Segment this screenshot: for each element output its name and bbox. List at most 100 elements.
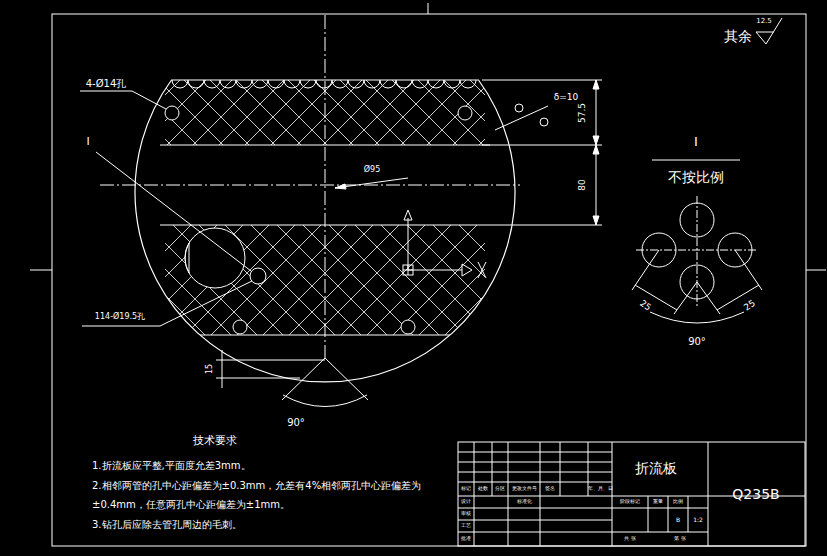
band-edge: [160, 145, 490, 146]
roughness-value: 12.5: [756, 18, 772, 26]
material-name: Q235B: [732, 487, 779, 502]
drawing-line: [492, 442, 493, 496]
drawing-line: [648, 496, 649, 532]
angle-arc: [650, 312, 744, 323]
drawing-line: [612, 442, 613, 546]
extension-line: [490, 225, 602, 226]
drawing-line: [458, 472, 612, 473]
title-block-cell: 标记: [461, 486, 471, 492]
datum-tick: [478, 262, 486, 278]
drawing-g: [30, 3, 826, 546]
bolt-hole: [233, 320, 247, 334]
thickness-mark: [515, 104, 523, 112]
dimension-arrow: [593, 80, 599, 89]
title-block-cell: B: [676, 517, 680, 524]
requirement-note: ±0.4mm，任意两孔中心距偏差为±1mm。: [92, 499, 290, 510]
extension-line: [674, 282, 697, 314]
center-tick: [428, 3, 429, 14]
tube-scallops: [172, 80, 476, 88]
sheet-frame: [52, 14, 806, 546]
extension-line: [216, 360, 325, 361]
thickness-mark: [540, 118, 548, 126]
title-block: [458, 442, 805, 546]
dimension-arrow: [593, 145, 599, 154]
extension-line: [697, 282, 720, 314]
extension-line: [216, 378, 300, 379]
title-block-cell: 比例: [673, 499, 683, 505]
datum-axis: [408, 218, 409, 270]
drawing-line: [458, 496, 612, 497]
note-text: 其余: [724, 29, 752, 44]
center-line: [100, 185, 520, 186]
drawing-line: [458, 452, 612, 453]
title-block-cell: 签名: [545, 486, 555, 492]
extension-line: [632, 250, 659, 290]
leader-line: [80, 91, 132, 92]
datum-box: [403, 265, 413, 275]
drawing-line: [508, 442, 509, 546]
requirement-note: 2.相邻两管的孔中心距偏差为±0.3mm，允差有4%相邻两孔中心距偏差为: [92, 480, 421, 491]
requirements-title: 技术要求: [193, 435, 237, 447]
angle-value: 90°: [287, 417, 305, 428]
title-block-cell: 第 张: [674, 536, 686, 542]
leader-line: [335, 178, 408, 188]
drawing-line: [540, 442, 541, 546]
dimension-line: [222, 350, 223, 388]
dimension-value: 57.5: [578, 103, 588, 123]
title-block-cell: 共 张: [624, 536, 636, 542]
drawing-line: [612, 532, 708, 533]
angle-arc: [283, 395, 367, 407]
drawing-line: [688, 496, 689, 532]
title-block-cell: 更改文件号: [512, 486, 537, 492]
title-block-cell: 分区: [495, 486, 505, 492]
drawing-line: [612, 508, 708, 509]
drawing-line: [708, 442, 709, 546]
roughness-symbol: [756, 18, 782, 44]
angle-line: [325, 358, 368, 400]
center-tick: [30, 270, 52, 271]
dimension-value: 80: [578, 179, 588, 190]
dimension-value: 15: [206, 364, 215, 374]
hole-callout: 114-Ø19.5孔: [95, 313, 145, 322]
bolt-hole: [401, 320, 415, 334]
hole-callout: 4-Ø14孔: [86, 78, 127, 89]
angle-value: 90°: [688, 336, 706, 347]
drawing-line: [668, 496, 669, 532]
requirement-note: 3.钻孔后应除去管孔周边的毛刺。: [92, 519, 242, 530]
roughness-symbol: [756, 32, 774, 33]
drawing-line: [458, 532, 612, 533]
dimension-value: 25: [637, 299, 652, 314]
drawing-line: [458, 482, 612, 483]
center-line: [697, 196, 698, 306]
dimension-value: Ø95: [364, 166, 380, 175]
datum-axis: [408, 270, 462, 271]
detail-title-rule: [652, 160, 740, 161]
title-block-cell: 设计: [461, 499, 471, 505]
angle-line: [282, 358, 325, 400]
tube-hole: [250, 268, 266, 284]
leader-line: [96, 152, 251, 271]
scale-note: 不按比例: [668, 170, 724, 185]
detail-circle: [185, 228, 245, 288]
center-tick: [806, 270, 826, 271]
dimension-value: 25: [742, 299, 757, 314]
center-line: [325, 15, 326, 358]
leader-line: [82, 326, 160, 327]
title-block-cell: 标准化: [517, 499, 532, 505]
datum-tick: [478, 262, 486, 278]
drawing-line: [474, 442, 475, 546]
drawing-line: [458, 508, 612, 509]
bolt-hole: [458, 106, 472, 120]
bolt-hole: [165, 106, 179, 120]
title-block-cell: 1:2: [693, 517, 703, 524]
title-block-cell: 重量: [653, 499, 663, 505]
title-block-cell: 阶段标记: [620, 499, 640, 505]
title-block-cell: 年、月、日: [588, 487, 613, 492]
thickness-callout: δ=10: [554, 93, 579, 103]
datum-arrow: [404, 210, 412, 220]
leader-line: [495, 106, 548, 130]
datum-box: [408, 265, 409, 275]
leader-line: [132, 91, 166, 109]
part-name: 折流板: [635, 461, 677, 476]
